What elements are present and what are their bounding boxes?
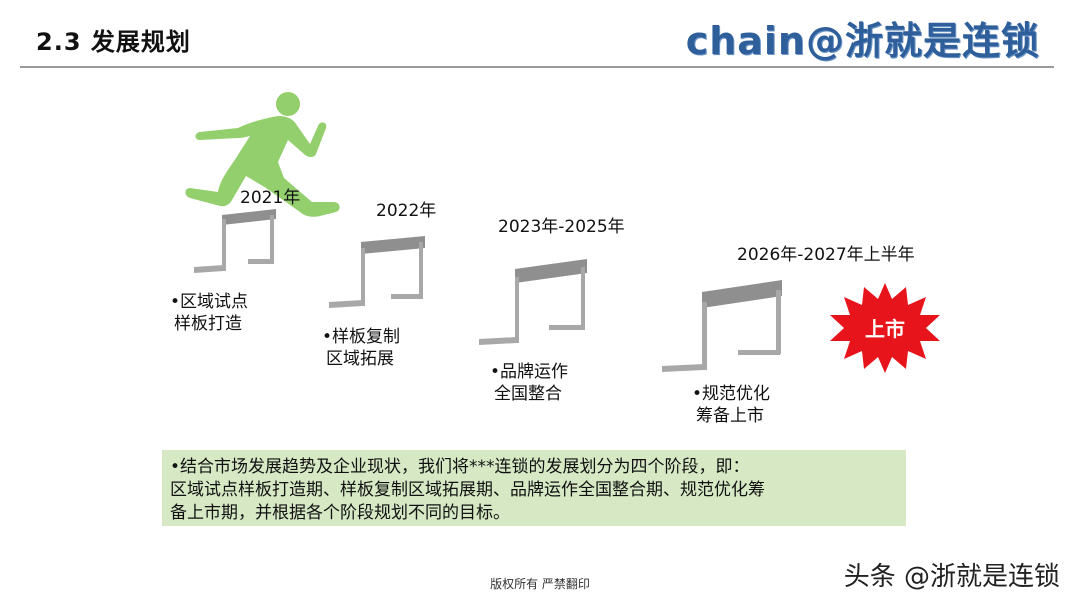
summary-box: •结合市场发展趋势及企业现状，我们将***连锁的发展划分为四个阶段，即： 区域试…: [162, 450, 906, 526]
stage-2-line1: •样板复制: [322, 327, 401, 347]
hurdle-4-icon: [662, 280, 782, 372]
summary-line-3: 备上市期，并根据各个阶段规划不同的目标。: [170, 503, 510, 523]
stage-3-line1: •品牌运作: [490, 362, 569, 382]
stage-1-text: •区域试点 样板打造: [170, 291, 248, 335]
stage-4-line1: •规范优化: [692, 384, 771, 404]
page-title: 2.3 发展规划: [36, 28, 191, 56]
athlete-silhouette-icon: [185, 92, 340, 217]
goal-label: 上市: [865, 317, 905, 341]
summary-line-1: •结合市场发展趋势及企业现状，我们将***连锁的发展划分为四个阶段，即：: [170, 457, 750, 477]
stage-4-line2: 筹备上市: [696, 406, 764, 426]
hurdle-3-icon: [479, 259, 587, 345]
copyright-footer: 版权所有 严禁翻印: [490, 577, 590, 591]
stage-1-line2: 样板打造: [174, 314, 242, 334]
stage-4-text: •规范优化 筹备上市: [692, 383, 770, 427]
stage-3-year: 2023年-2025年: [498, 217, 625, 237]
starburst-icon: [830, 283, 940, 373]
brand-logo: chain@浙就是连锁: [685, 19, 1040, 63]
stage-2-text: •样板复制 区域拓展: [322, 326, 400, 370]
stage-2-line2: 区域拓展: [326, 349, 394, 369]
stage-3-text: •品牌运作 全国整合: [490, 361, 568, 405]
stage-2-year: 2022年: [376, 201, 437, 221]
hurdle-2-icon: [329, 236, 425, 308]
summary-line-2: 区域试点样板打造期、样板复制区域拓展期、品牌运作全国整合期、规范优化筹: [170, 480, 765, 500]
stage-1-line1: •区域试点: [170, 292, 249, 312]
watermark: 头条 @浙就是连锁: [843, 562, 1060, 592]
stage-3-line2: 全国整合: [494, 384, 562, 404]
stage-4-year: 2026年-2027年上半年: [737, 245, 915, 265]
hurdle-1-icon: [194, 209, 276, 273]
header-divider: [20, 66, 1054, 68]
stage-1-year: 2021年: [240, 188, 301, 208]
